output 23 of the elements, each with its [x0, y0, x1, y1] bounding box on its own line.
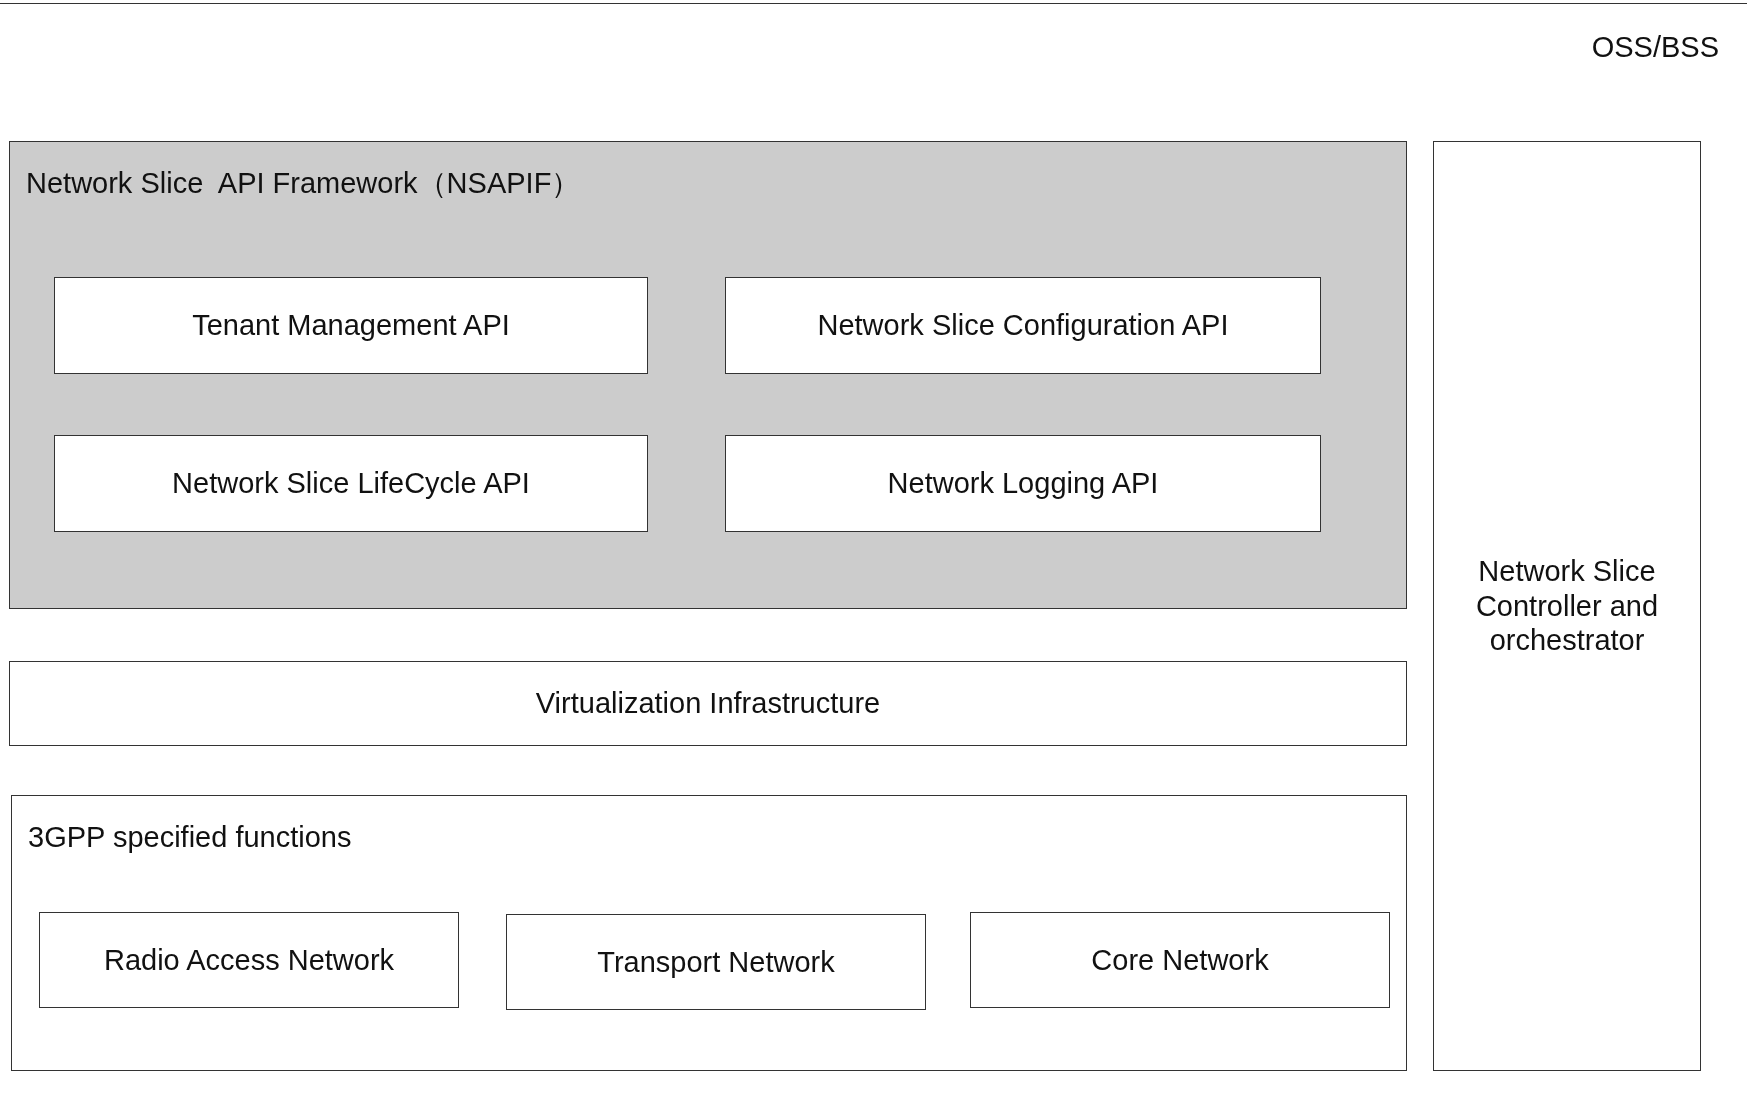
controller-box — [1433, 141, 1701, 1071]
box-label: Network Slice Configuration API — [817, 308, 1229, 343]
api-box — [725, 435, 1321, 532]
layer-box — [9, 661, 1407, 746]
api-box — [725, 277, 1321, 374]
layer-label: OSS/BSS — [1591, 30, 1719, 65]
box-label: Radio Access Network — [103, 942, 395, 978]
framework-title: Network Slice API Framework（NSAPIF） — [26, 166, 581, 201]
functions-title: 3GPP specified functions — [28, 820, 352, 855]
framework-panel — [9, 141, 1407, 609]
box-label: Virtualization Infrastructure — [535, 686, 881, 721]
functions-panel — [11, 795, 1407, 1071]
network-box — [506, 914, 926, 1010]
box-label: Tenant Management API — [192, 308, 510, 343]
box-label: Core Network — [1091, 942, 1269, 978]
box-label: Network Slice LifeCycle API — [172, 466, 530, 501]
box-label: Network Logging API — [887, 466, 1159, 501]
api-box — [54, 277, 648, 374]
api-box — [54, 435, 648, 532]
network-box — [970, 912, 1390, 1008]
box-label: Network Slice Controller and orchestrator — [1474, 553, 1660, 659]
network-box — [39, 912, 459, 1008]
box-label: Transport Network — [597, 944, 835, 980]
